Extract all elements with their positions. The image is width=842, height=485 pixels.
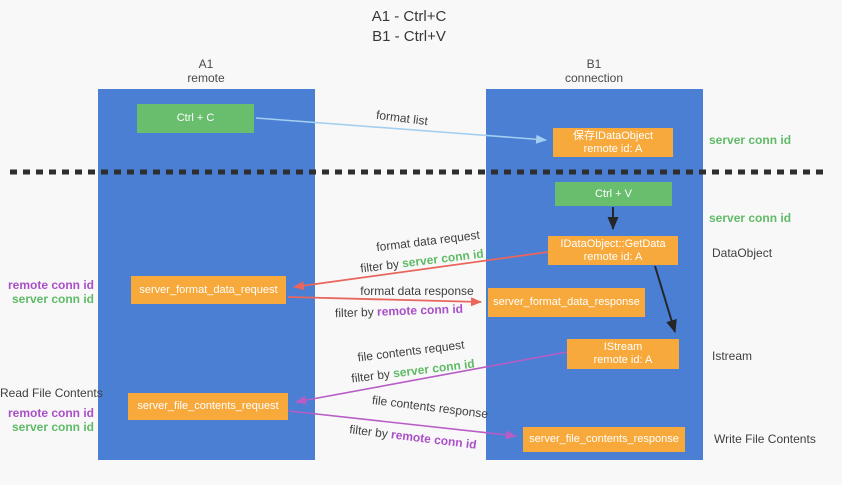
label-format-data-response: format data response bbox=[360, 284, 474, 298]
column-b-header: B1 connection bbox=[534, 57, 654, 85]
left-remote-conn-id-1: remote conn id bbox=[7, 278, 94, 292]
node-ctrl-c: Ctrl + C bbox=[137, 104, 254, 133]
column-a-name: A1 bbox=[198, 57, 214, 71]
right-server-conn-id-1: server conn id bbox=[709, 133, 792, 147]
node-server-file-contents-response-label: server_file_contents_response bbox=[529, 433, 679, 445]
node-server-format-data-request: server_format_data_request bbox=[131, 276, 286, 304]
remote-conn-id-text: remote conn id bbox=[376, 301, 464, 319]
node-save-dataobject-line2: remote id: A bbox=[583, 142, 643, 155]
column-b-subtitle: connection bbox=[564, 71, 624, 85]
node-istream: IStream remote id: A bbox=[567, 339, 679, 369]
left-server-conn-id-1: server conn id bbox=[11, 292, 94, 306]
node-ctrl-v: Ctrl + V bbox=[555, 182, 672, 206]
node-getdata-line1: IDataObject::GetData bbox=[560, 237, 666, 250]
left-read-file-contents-label: Read File Contents bbox=[0, 386, 103, 400]
title-line-1: A1 - Ctrl+C bbox=[371, 8, 447, 25]
arrow-file-contents-request bbox=[295, 351, 568, 405]
column-a-header: A1 remote bbox=[146, 57, 266, 85]
node-server-file-contents-request-label: server_file_contents_request bbox=[137, 400, 279, 412]
node-istream-line2: remote id: A bbox=[593, 354, 653, 366]
title-line-2: B1 - Ctrl+V bbox=[372, 28, 446, 45]
node-save-dataobject: 保存IDataObject remote id: A bbox=[553, 128, 673, 157]
left-remote-conn-id-2: remote conn id bbox=[7, 406, 94, 420]
node-ctrl-v-label: Ctrl + V bbox=[595, 187, 632, 200]
arrow-format-data-response bbox=[287, 296, 482, 307]
arrow-format-list bbox=[255, 117, 547, 144]
filter-by-text: filter by bbox=[334, 304, 374, 321]
left-conn-id-group-2: remote conn id server conn id bbox=[0, 406, 94, 434]
arrow-format-data-request bbox=[293, 251, 549, 291]
node-server-file-contents-request: server_file_contents_request bbox=[128, 393, 288, 420]
node-server-format-data-response: server_format_data_response bbox=[488, 288, 645, 317]
right-istream-label: Istream bbox=[712, 349, 753, 363]
arrow-file-contents-response bbox=[288, 410, 517, 440]
node-server-file-contents-response: server_file_contents_response bbox=[523, 427, 685, 452]
right-write-file-contents-label: Write File Contents bbox=[714, 432, 816, 446]
node-server-format-data-request-label: server_format_data_request bbox=[139, 283, 278, 296]
node-server-format-data-response-label: server_format_data_response bbox=[493, 296, 640, 308]
arrow-getdata-to-istream bbox=[654, 265, 677, 333]
node-save-dataobject-line1: 保存IDataObject bbox=[572, 129, 654, 142]
node-istream-line1: IStream bbox=[603, 341, 643, 353]
node-ctrl-c-label: Ctrl + C bbox=[176, 112, 215, 124]
right-dataobject-label: DataObject bbox=[712, 246, 773, 260]
right-server-conn-id-2: server conn id bbox=[709, 211, 792, 225]
node-getdata-line2: remote id: A bbox=[583, 250, 643, 263]
diagram-title: A1 - Ctrl+C B1 - Ctrl+V bbox=[309, 7, 509, 47]
column-b-name: B1 bbox=[586, 57, 602, 71]
node-getdata: IDataObject::GetData remote id: A bbox=[548, 236, 678, 265]
left-server-conn-id-2: server conn id bbox=[11, 420, 94, 434]
left-conn-id-group-1: remote conn id server conn id bbox=[0, 278, 94, 306]
column-a-subtitle: remote bbox=[187, 71, 225, 85]
